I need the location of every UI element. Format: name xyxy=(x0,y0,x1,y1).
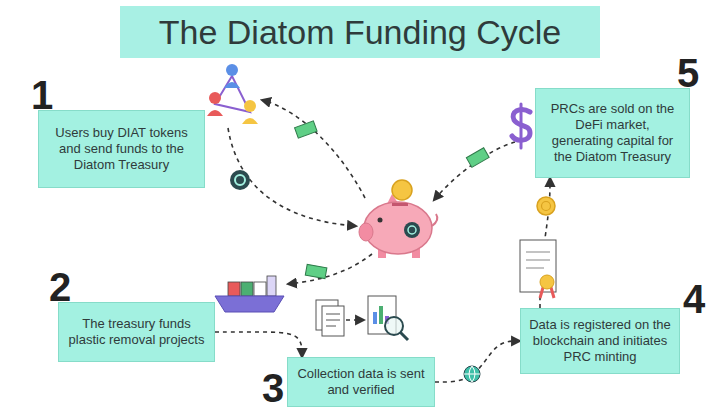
globe xyxy=(464,366,480,382)
box-body: The treasury funds plastic removal proje… xyxy=(67,316,206,348)
flow-connector xyxy=(215,332,302,357)
banknote xyxy=(305,264,327,278)
globe xyxy=(464,366,480,382)
box-body: Data is registered on the blockchain and… xyxy=(529,317,671,365)
flow-line xyxy=(228,100,515,320)
step-box: 4Data is registered on the blockchain an… xyxy=(520,308,680,374)
certificate-scroll xyxy=(526,252,550,268)
magnifier-report xyxy=(368,296,408,340)
title-text: The Diatom Funding Cycle xyxy=(159,13,562,52)
flow-line xyxy=(288,254,372,284)
piggy-bank xyxy=(378,218,383,223)
dollar-symbol xyxy=(512,104,530,148)
callout-number: 1 xyxy=(31,75,53,115)
ship xyxy=(215,296,284,312)
step-box: 3Collection data is sent and verified xyxy=(287,357,435,407)
people-network xyxy=(224,82,240,88)
documents xyxy=(326,314,340,326)
step-box: 2The treasury funds plastic removal proj… xyxy=(58,302,215,362)
callout-number: 4 xyxy=(683,279,705,319)
piggy-bank xyxy=(364,202,432,254)
diatom-coin xyxy=(230,170,250,190)
certificate-scroll xyxy=(540,275,554,289)
banknote xyxy=(466,148,489,168)
diatom-coin xyxy=(230,170,250,190)
ship xyxy=(228,282,240,296)
piggy-bank xyxy=(392,180,412,200)
people-network xyxy=(207,64,258,124)
flow-connector xyxy=(435,341,520,382)
gold-coin xyxy=(542,202,551,211)
gold-coin xyxy=(537,197,555,215)
step-box: 5PRCs are sold on the DeFi market, gener… xyxy=(535,88,690,178)
flow-line xyxy=(228,128,356,226)
documents xyxy=(322,306,344,336)
title-banner: The Diatom Funding Cycle xyxy=(120,6,600,58)
magnifier-report xyxy=(400,332,408,340)
banknote xyxy=(295,121,490,279)
step-box: 1Users buy DIAT tokens and send funds to… xyxy=(38,110,205,188)
ship xyxy=(254,282,266,296)
diatom-coin xyxy=(235,175,245,185)
step-text: The treasury funds plastic removal proje… xyxy=(67,316,206,348)
globe xyxy=(464,366,480,382)
step-text: Users buy DIAT tokens and send funds to … xyxy=(47,125,196,173)
ship xyxy=(241,282,253,296)
people-network xyxy=(226,64,238,76)
gold-coin xyxy=(537,197,555,215)
step-text: PRCs are sold on the DeFi market, genera… xyxy=(544,101,681,165)
banknote xyxy=(295,121,318,138)
ship xyxy=(267,276,276,296)
people-network xyxy=(209,92,221,104)
certificate-scroll xyxy=(520,240,556,292)
callout-number: 2 xyxy=(49,267,71,307)
callout-number: 3 xyxy=(262,368,284,408)
piggy-bank xyxy=(432,214,437,226)
piggy-bank xyxy=(392,203,408,206)
dollar-symbol xyxy=(520,104,523,148)
piggy-bank xyxy=(404,222,420,238)
callout-number: 5 xyxy=(677,53,699,93)
magnifier-report xyxy=(373,312,377,324)
flow-line xyxy=(346,319,364,321)
flow-line xyxy=(262,100,365,198)
box-body: Collection data is sent and verified xyxy=(296,366,426,398)
piggy-bank xyxy=(359,180,437,258)
people-network xyxy=(244,100,256,112)
box-body: PRCs are sold on the DeFi market, genera… xyxy=(544,101,681,165)
flow-line xyxy=(434,142,515,200)
magnifier-report xyxy=(379,306,383,324)
certificate-scroll xyxy=(520,240,556,298)
documents xyxy=(316,300,344,336)
step-text: Collection data is sent and verified xyxy=(296,366,426,398)
box-body: Users buy DIAT tokens and send funds to … xyxy=(47,125,196,173)
piggy-bank xyxy=(408,226,416,234)
people-network xyxy=(242,118,258,124)
people-network xyxy=(207,110,223,116)
ship xyxy=(215,276,284,312)
step-text: Data is registered on the blockchain and… xyxy=(529,317,671,365)
piggy-bank xyxy=(359,223,373,241)
